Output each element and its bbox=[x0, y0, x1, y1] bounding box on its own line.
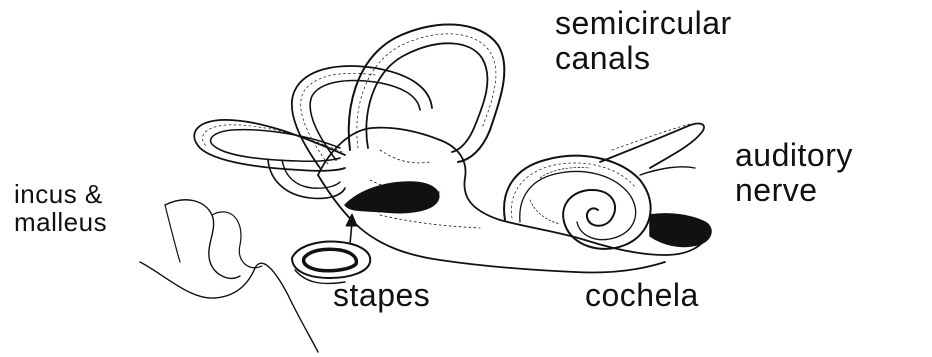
label-incus-malleus: incus & malleus bbox=[14, 180, 107, 236]
label-cochlea: cochela bbox=[585, 278, 699, 313]
label-stapes: stapes bbox=[333, 278, 430, 313]
incus-malleus-outline bbox=[140, 262, 318, 352]
semicircular-canals bbox=[194, 24, 504, 198]
oval-window bbox=[345, 182, 439, 213]
auditory-nerve bbox=[600, 124, 711, 247]
label-semicircular-canals: semicircular canals bbox=[555, 6, 732, 75]
cochlea-spiral bbox=[504, 156, 651, 249]
label-auditory-nerve: auditory nerve bbox=[735, 138, 853, 207]
